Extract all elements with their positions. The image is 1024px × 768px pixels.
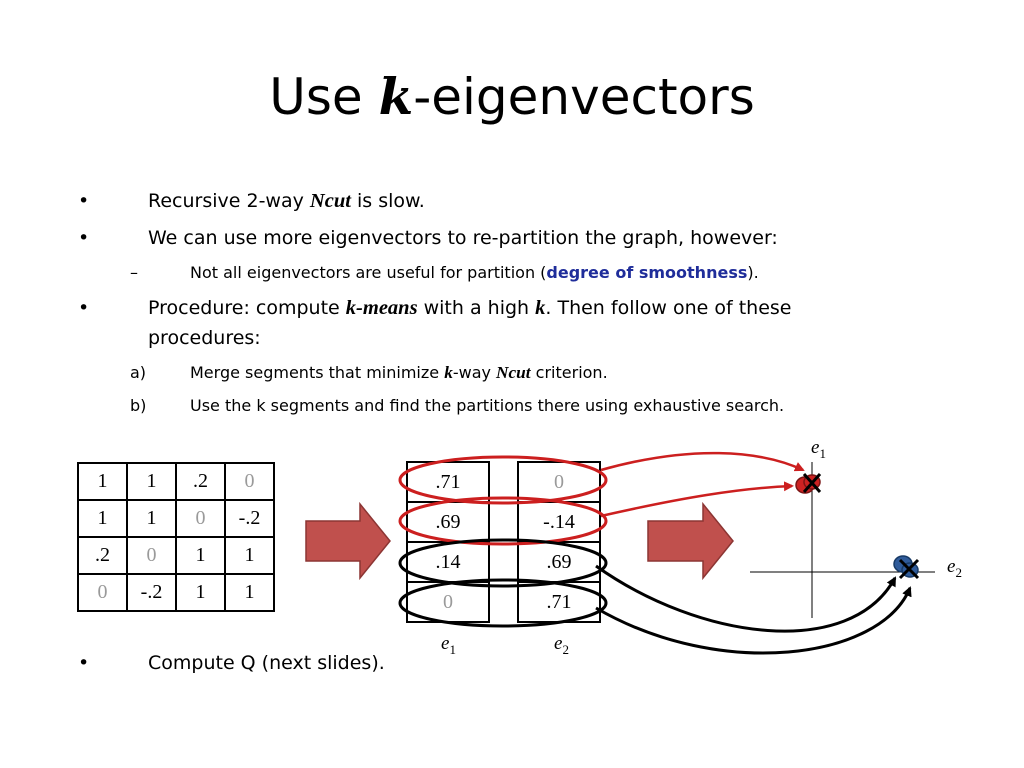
matrix-cell: 1 (126, 462, 177, 501)
bullet-text: is slow. (350, 190, 425, 212)
matrix-cell: 0 (175, 499, 226, 538)
eigenvector-row: .71 (406, 461, 490, 503)
curved-arrow-black (595, 564, 897, 633)
matrix-cell: 0 (126, 536, 177, 575)
bullet-compute-q: Compute Q (next slides). (148, 652, 385, 674)
bullet-text: ). (747, 263, 759, 282)
label-letter: e (947, 556, 956, 577)
k-term: k (535, 297, 546, 319)
sub-bullet-marker: – (130, 263, 138, 282)
sub-bullet-marker: b) (130, 396, 147, 415)
sub-bullet-exhaustive-search: Use the k segments and find the partitio… (190, 396, 785, 415)
bullet-text: criterion. (530, 363, 608, 382)
row-ellipse-red (398, 496, 608, 546)
bullet-procedure-continued: procedures: (148, 327, 261, 349)
label-letter: e (441, 633, 450, 654)
plot-axis-e2-label: e2 (947, 556, 962, 581)
block-arrow-right (305, 501, 391, 581)
plot-axis-e1-label: e1 (811, 437, 826, 462)
matrix-cell: 0 (77, 573, 128, 612)
matrix-cell: 1 (224, 536, 275, 575)
row-ellipse-red (398, 455, 608, 505)
label-subscript: 1 (449, 641, 456, 657)
bullet-marker: • (78, 227, 90, 249)
matrix-cell: -.2 (126, 573, 177, 612)
cluster-point-red (795, 473, 822, 494)
degree-of-smoothness-highlight: degree of smoothness (546, 263, 748, 282)
curved-arrow-red (600, 481, 794, 518)
matrix-cell: 1 (77, 499, 128, 538)
bullet-text: -way (452, 363, 497, 382)
bullet-text: Not all eigenvectors are useful for part… (190, 263, 547, 282)
bullet-procedure: Procedure: compute k-means with a high k… (148, 295, 791, 321)
title-k: k (378, 67, 414, 126)
eigenvector-e1-label: e1 (441, 633, 456, 658)
bullet-text: with a high (417, 297, 536, 319)
title-prefix: Use (269, 68, 379, 126)
label-subscript: 2 (955, 564, 962, 580)
matrix-cell: 1 (175, 573, 226, 612)
k-term: k (444, 363, 453, 382)
matrix-cell: 1 (175, 536, 226, 575)
bullet-text: Recursive 2-way (148, 190, 310, 212)
bullet-marker: • (78, 652, 90, 674)
eigenvector-cell: .71 (406, 461, 490, 503)
matrix-cell: 0 (224, 462, 275, 501)
k-means-term: k-means (345, 297, 418, 319)
sub-bullet-merge-segments: Merge segments that minimize k-way Ncut … (190, 362, 608, 384)
matrix-cell: -.2 (224, 499, 275, 538)
bullet-marker: • (78, 297, 90, 319)
matrix-cell: .2 (77, 536, 128, 575)
matrix-cell: 1 (126, 499, 177, 538)
eigenvector-e2-label: e2 (554, 633, 569, 658)
sub-bullet-marker: a) (130, 363, 147, 382)
label-letter: e (554, 633, 563, 654)
sub-bullet-smoothness: Not all eigenvectors are useful for part… (190, 262, 759, 284)
title-suffix: -eigenvectors (413, 68, 755, 126)
label-subscript: 2 (562, 641, 569, 657)
row-ellipse-black (398, 578, 608, 628)
slide-title: Use k-eigenvectors (0, 62, 1024, 132)
curved-arrow-red (600, 451, 805, 472)
ncut-term: Ncut (309, 190, 351, 212)
row-ellipse-black (398, 538, 608, 588)
matrix-cell: .2 (175, 462, 226, 501)
label-letter: e (811, 437, 820, 458)
bullet-recursive-ncut: Recursive 2-way Ncut is slow. (148, 188, 425, 214)
bullet-more-eigenvectors: We can use more eigenvectors to re-parti… (148, 227, 778, 249)
matrix-cell: 1 (224, 573, 275, 612)
cluster-point-blue (893, 555, 920, 580)
bullet-text: . Then follow one of these (545, 297, 792, 319)
curved-arrow-black (595, 586, 912, 655)
matrix-cell: 1 (77, 462, 128, 501)
bullet-text: Procedure: compute (148, 297, 346, 319)
bullet-marker: • (78, 190, 90, 212)
ncut-term: Ncut (496, 363, 531, 382)
label-subscript: 1 (819, 445, 826, 461)
block-arrow-right (647, 501, 734, 581)
bullet-text: Merge segments that minimize (190, 363, 445, 382)
